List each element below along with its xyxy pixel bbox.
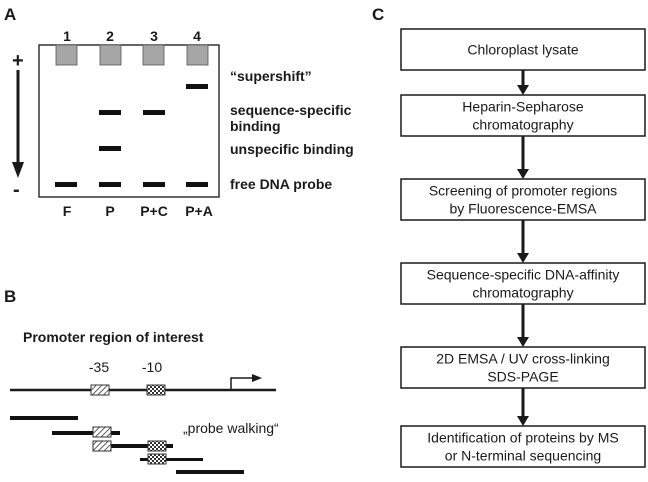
lane-number-1: 1 <box>63 28 71 44</box>
band-free-lane-2 <box>99 182 121 187</box>
position-minus-10: -10 <box>142 359 162 375</box>
position-minus-35: -35 <box>89 359 109 375</box>
box-minus-10 <box>146 384 166 396</box>
label-free-dna-probe: free DNA probe <box>230 176 332 192</box>
panel-a-letter: A <box>4 5 16 24</box>
well-lane-2 <box>99 44 122 66</box>
transcription-start-line <box>230 377 254 390</box>
fragment-4-box-minus-10 <box>147 453 167 465</box>
band-specific-lane-3 <box>143 110 165 115</box>
flow-step-text-line: Sequence-specific DNA-affinity <box>427 267 620 283</box>
lane-label-p-plus-c: P+C <box>140 203 168 219</box>
flow-arrow-head <box>517 253 529 263</box>
label-unspecific-binding: unspecific binding <box>230 141 354 157</box>
lane-label-p: P <box>105 203 114 219</box>
plus-sign: + <box>12 50 24 72</box>
panel-c-letter: C <box>372 5 384 24</box>
band-specific-lane-2 <box>99 110 121 115</box>
flow-arrow-head <box>517 416 529 426</box>
flow-step-text-line: Chloroplast lysate <box>467 42 578 58</box>
flow-step-box <box>400 346 646 389</box>
lane-label-p-plus-a: P+A <box>185 203 213 219</box>
fragment-3-box-minus-10 <box>147 440 167 452</box>
panel-a: A 1 2 3 4 + - “supershift” sequence-spec… <box>4 5 354 219</box>
probe-fragment-1 <box>10 416 78 420</box>
lane-label-f: F <box>63 203 72 219</box>
gel-frame <box>38 44 220 198</box>
flow-step-text-line: by Fluorescence-EMSA <box>449 201 597 217</box>
migration-arrow-head <box>12 162 24 178</box>
panel-b: B Promoter region of interest -35 -10 „p… <box>4 287 279 474</box>
flow-step-text-line: Heparin-Sepharose <box>462 99 584 115</box>
panel-b-letter: B <box>4 287 16 306</box>
lane-number-4: 4 <box>193 28 201 44</box>
flow-step-box <box>400 262 646 305</box>
probe-walking-label: „probe walking“ <box>183 420 279 436</box>
probe-fragment-2 <box>52 431 120 435</box>
band-free-lane-3 <box>143 182 165 187</box>
probe-fragment-4 <box>140 458 203 461</box>
band-unspecific-lane-2 <box>99 146 121 151</box>
well-lane-1 <box>55 44 78 66</box>
flow-step-text-line: 2D EMSA / UV cross-linking <box>436 351 610 367</box>
band-supershift-lane-4 <box>186 84 208 89</box>
fragment-2-box-minus-35 <box>92 426 112 438</box>
well-lane-4 <box>186 44 209 66</box>
flow-step-1: Chloroplast lysate <box>400 28 646 71</box>
promoter-region-title: Promoter region of interest <box>23 329 204 345</box>
band-free-lane-1 <box>55 182 77 187</box>
label-supershift: “supershift” <box>230 68 312 84</box>
flow-step-3: Screening of promoter regions by Fluoresc… <box>400 178 646 221</box>
box-minus-35 <box>90 384 110 396</box>
flow-step-2: Heparin-Sepharose chromatography <box>400 94 646 137</box>
flow-step-text-line: SDS-PAGE <box>487 369 558 385</box>
flow-arrow-head <box>517 85 529 95</box>
lane-number-2: 2 <box>106 28 114 44</box>
probe-fragment-3 <box>93 444 173 448</box>
flow-step-text-line: Identification of proteins by MS <box>427 430 618 446</box>
label-sequence-specific-line1: sequence-specific <box>230 102 352 118</box>
flow-step-4: Sequence-specific DNA-affinity chromatogr… <box>400 262 646 305</box>
flow-arrow-head <box>517 169 529 179</box>
flow-step-text-line: Screening of promoter regions <box>429 183 617 199</box>
flow-step-box <box>400 425 646 468</box>
flow-step-text-line: chromatography <box>472 285 573 301</box>
minus-sign: - <box>13 179 20 201</box>
well-lane-3 <box>142 44 165 66</box>
band-free-lane-4 <box>186 182 208 187</box>
fragment-3-box-minus-35 <box>92 440 112 452</box>
flow-step-box <box>400 28 646 71</box>
probe-fragment-5 <box>176 470 244 474</box>
flow-step-text-line: chromatography <box>472 117 573 133</box>
flow-step-box <box>400 178 646 221</box>
flow-step-6: Identification of proteins by MS or N-ter… <box>400 425 646 468</box>
flow-arrow-head <box>517 337 529 347</box>
lane-number-3: 3 <box>150 28 158 44</box>
transcription-start-arrowhead <box>252 374 262 382</box>
flow-step-text-line: or N-terminal sequencing <box>445 448 601 464</box>
label-sequence-specific-line2: binding <box>230 118 281 134</box>
